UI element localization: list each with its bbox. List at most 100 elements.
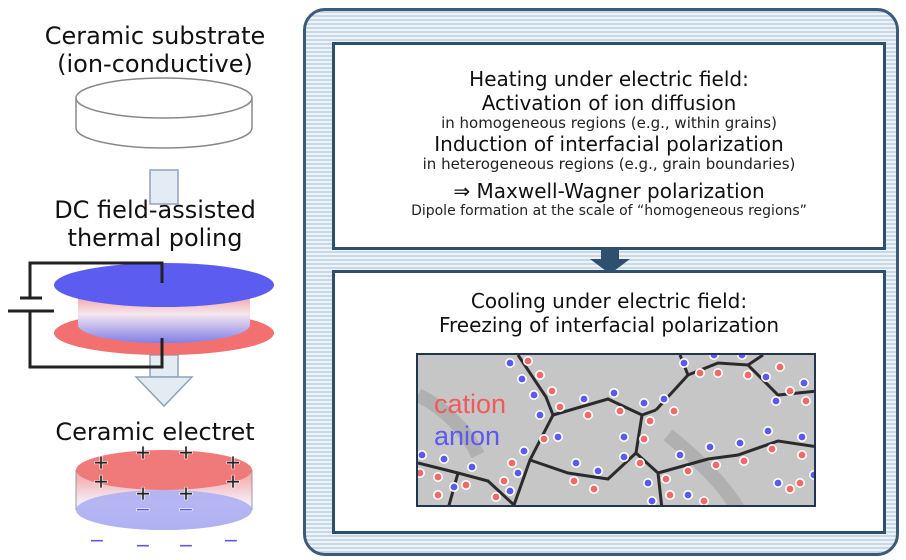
anion-dot xyxy=(513,468,524,479)
heating-line2-sub: in heterogeneous regions (e.g., grain bo… xyxy=(422,155,796,173)
positive-charge-icon: + xyxy=(225,450,242,474)
grain-structure xyxy=(418,355,814,505)
anion-dot xyxy=(571,458,582,469)
cation-dot xyxy=(499,476,510,487)
positive-charge-icon: + xyxy=(135,440,152,464)
anion-dot xyxy=(517,373,528,384)
cation-dot xyxy=(523,356,534,366)
anion-dot xyxy=(809,470,814,480)
negative-charge-icon: − xyxy=(89,528,106,552)
heating-line1-sub: in homogeneous regions (e.g., within gra… xyxy=(441,114,777,132)
cation-dot xyxy=(547,385,558,396)
cation-dot xyxy=(555,401,566,412)
anion-dot xyxy=(704,442,715,453)
anion-dot xyxy=(418,450,427,460)
anion-dot xyxy=(639,397,650,408)
cation-dot xyxy=(784,484,795,495)
anion-dot xyxy=(593,466,604,477)
heating-line3-main: ⇒ Maxwell-Wagner polarization xyxy=(453,179,765,203)
negative-charge-icon: − xyxy=(223,528,240,552)
cation-dot xyxy=(766,444,777,455)
cation-dot xyxy=(491,492,502,503)
anion-dot xyxy=(609,387,620,398)
anion-dot xyxy=(619,452,630,463)
anion-dot xyxy=(659,393,670,404)
cation-dot xyxy=(535,370,546,380)
cation-dot xyxy=(699,496,709,505)
anion-dot xyxy=(529,389,540,400)
positive-charges: ++++++++ xyxy=(92,440,242,506)
anion-dot xyxy=(466,462,477,473)
process-arrow-1 xyxy=(149,169,179,205)
anion-dot xyxy=(734,438,745,449)
cation-dot xyxy=(784,385,795,396)
cation-dot xyxy=(418,468,425,478)
cation-dot xyxy=(661,474,672,485)
negative-charge-icon: − xyxy=(178,533,195,557)
cation-dot xyxy=(639,434,650,445)
cation-dot xyxy=(433,472,443,483)
positive-charge-icon: + xyxy=(178,481,195,505)
cation-dot xyxy=(589,484,600,495)
down-arrow-icon xyxy=(590,248,630,274)
process-illustration: ++++++++ − − − − − − xyxy=(8,77,274,558)
anion-dot xyxy=(579,393,590,404)
anion-dot xyxy=(448,482,459,493)
positive-charge-icon: + xyxy=(225,469,242,493)
anion-dot xyxy=(553,432,564,443)
cation-dot xyxy=(433,490,443,501)
poling-circuit xyxy=(8,261,164,369)
anion-dot xyxy=(619,432,630,443)
cation-dot xyxy=(712,368,723,378)
heating-line1-main: Activation of ion diffusion xyxy=(481,91,737,115)
electret-title: Ceramic electret xyxy=(55,418,255,446)
cation-dot xyxy=(569,476,580,487)
anion-dot xyxy=(709,355,719,360)
anion-label: anion xyxy=(434,421,501,451)
cation-dot xyxy=(615,405,626,416)
negative-charges: − − − − − − xyxy=(88,497,240,558)
cation-dot xyxy=(742,370,753,380)
cation-dot xyxy=(507,458,518,469)
substrate-title-line2: (ion-conductive) xyxy=(57,50,253,78)
anion-dot xyxy=(438,454,449,465)
cation-dot xyxy=(694,368,705,378)
substrate-title: Ceramic substrate (ion-conductive) xyxy=(20,22,290,78)
anion-dot xyxy=(678,358,689,368)
process-arrow-2 xyxy=(134,354,194,408)
negative-charge-icon: − xyxy=(178,497,195,521)
substrate-title-line1: Ceramic substrate xyxy=(44,22,266,50)
positive-charge-icon: + xyxy=(93,450,110,474)
heating-box: Heating under electric field: Activation… xyxy=(332,42,886,250)
cation-dot xyxy=(583,409,594,420)
heating-line2-main: Induction of interfacial polarization xyxy=(434,132,784,156)
cooling-heading: Cooling under electric field: xyxy=(470,289,748,313)
negative-charge-icon: − xyxy=(135,497,152,521)
anion-dot xyxy=(674,450,685,461)
anion-dot xyxy=(772,478,783,489)
anion-dot xyxy=(762,426,773,437)
anion-dot xyxy=(519,446,530,457)
cation-dot xyxy=(635,458,646,469)
anion-dot xyxy=(796,432,807,443)
cation-dot xyxy=(460,480,471,491)
cation-dot xyxy=(794,478,805,489)
positive-charge-icon: + xyxy=(93,469,110,493)
negative-charge-icon: − xyxy=(135,533,152,557)
cation-dot xyxy=(738,456,749,467)
cation-dot xyxy=(710,460,721,471)
poling-title-line2: thermal poling xyxy=(67,224,243,252)
anion-dot xyxy=(737,355,747,360)
anion-dot xyxy=(760,371,771,382)
anion-dot xyxy=(770,395,781,406)
anion-dot xyxy=(798,377,809,388)
poling-disk xyxy=(54,263,274,355)
anion-dot xyxy=(505,358,516,368)
anion-dot xyxy=(643,478,654,489)
cation-dot xyxy=(665,490,676,501)
cation-dot xyxy=(796,450,807,461)
electret-disk xyxy=(75,450,253,530)
anion-dot xyxy=(535,409,546,420)
cation-dot xyxy=(645,415,656,426)
cation-dot xyxy=(774,362,785,372)
